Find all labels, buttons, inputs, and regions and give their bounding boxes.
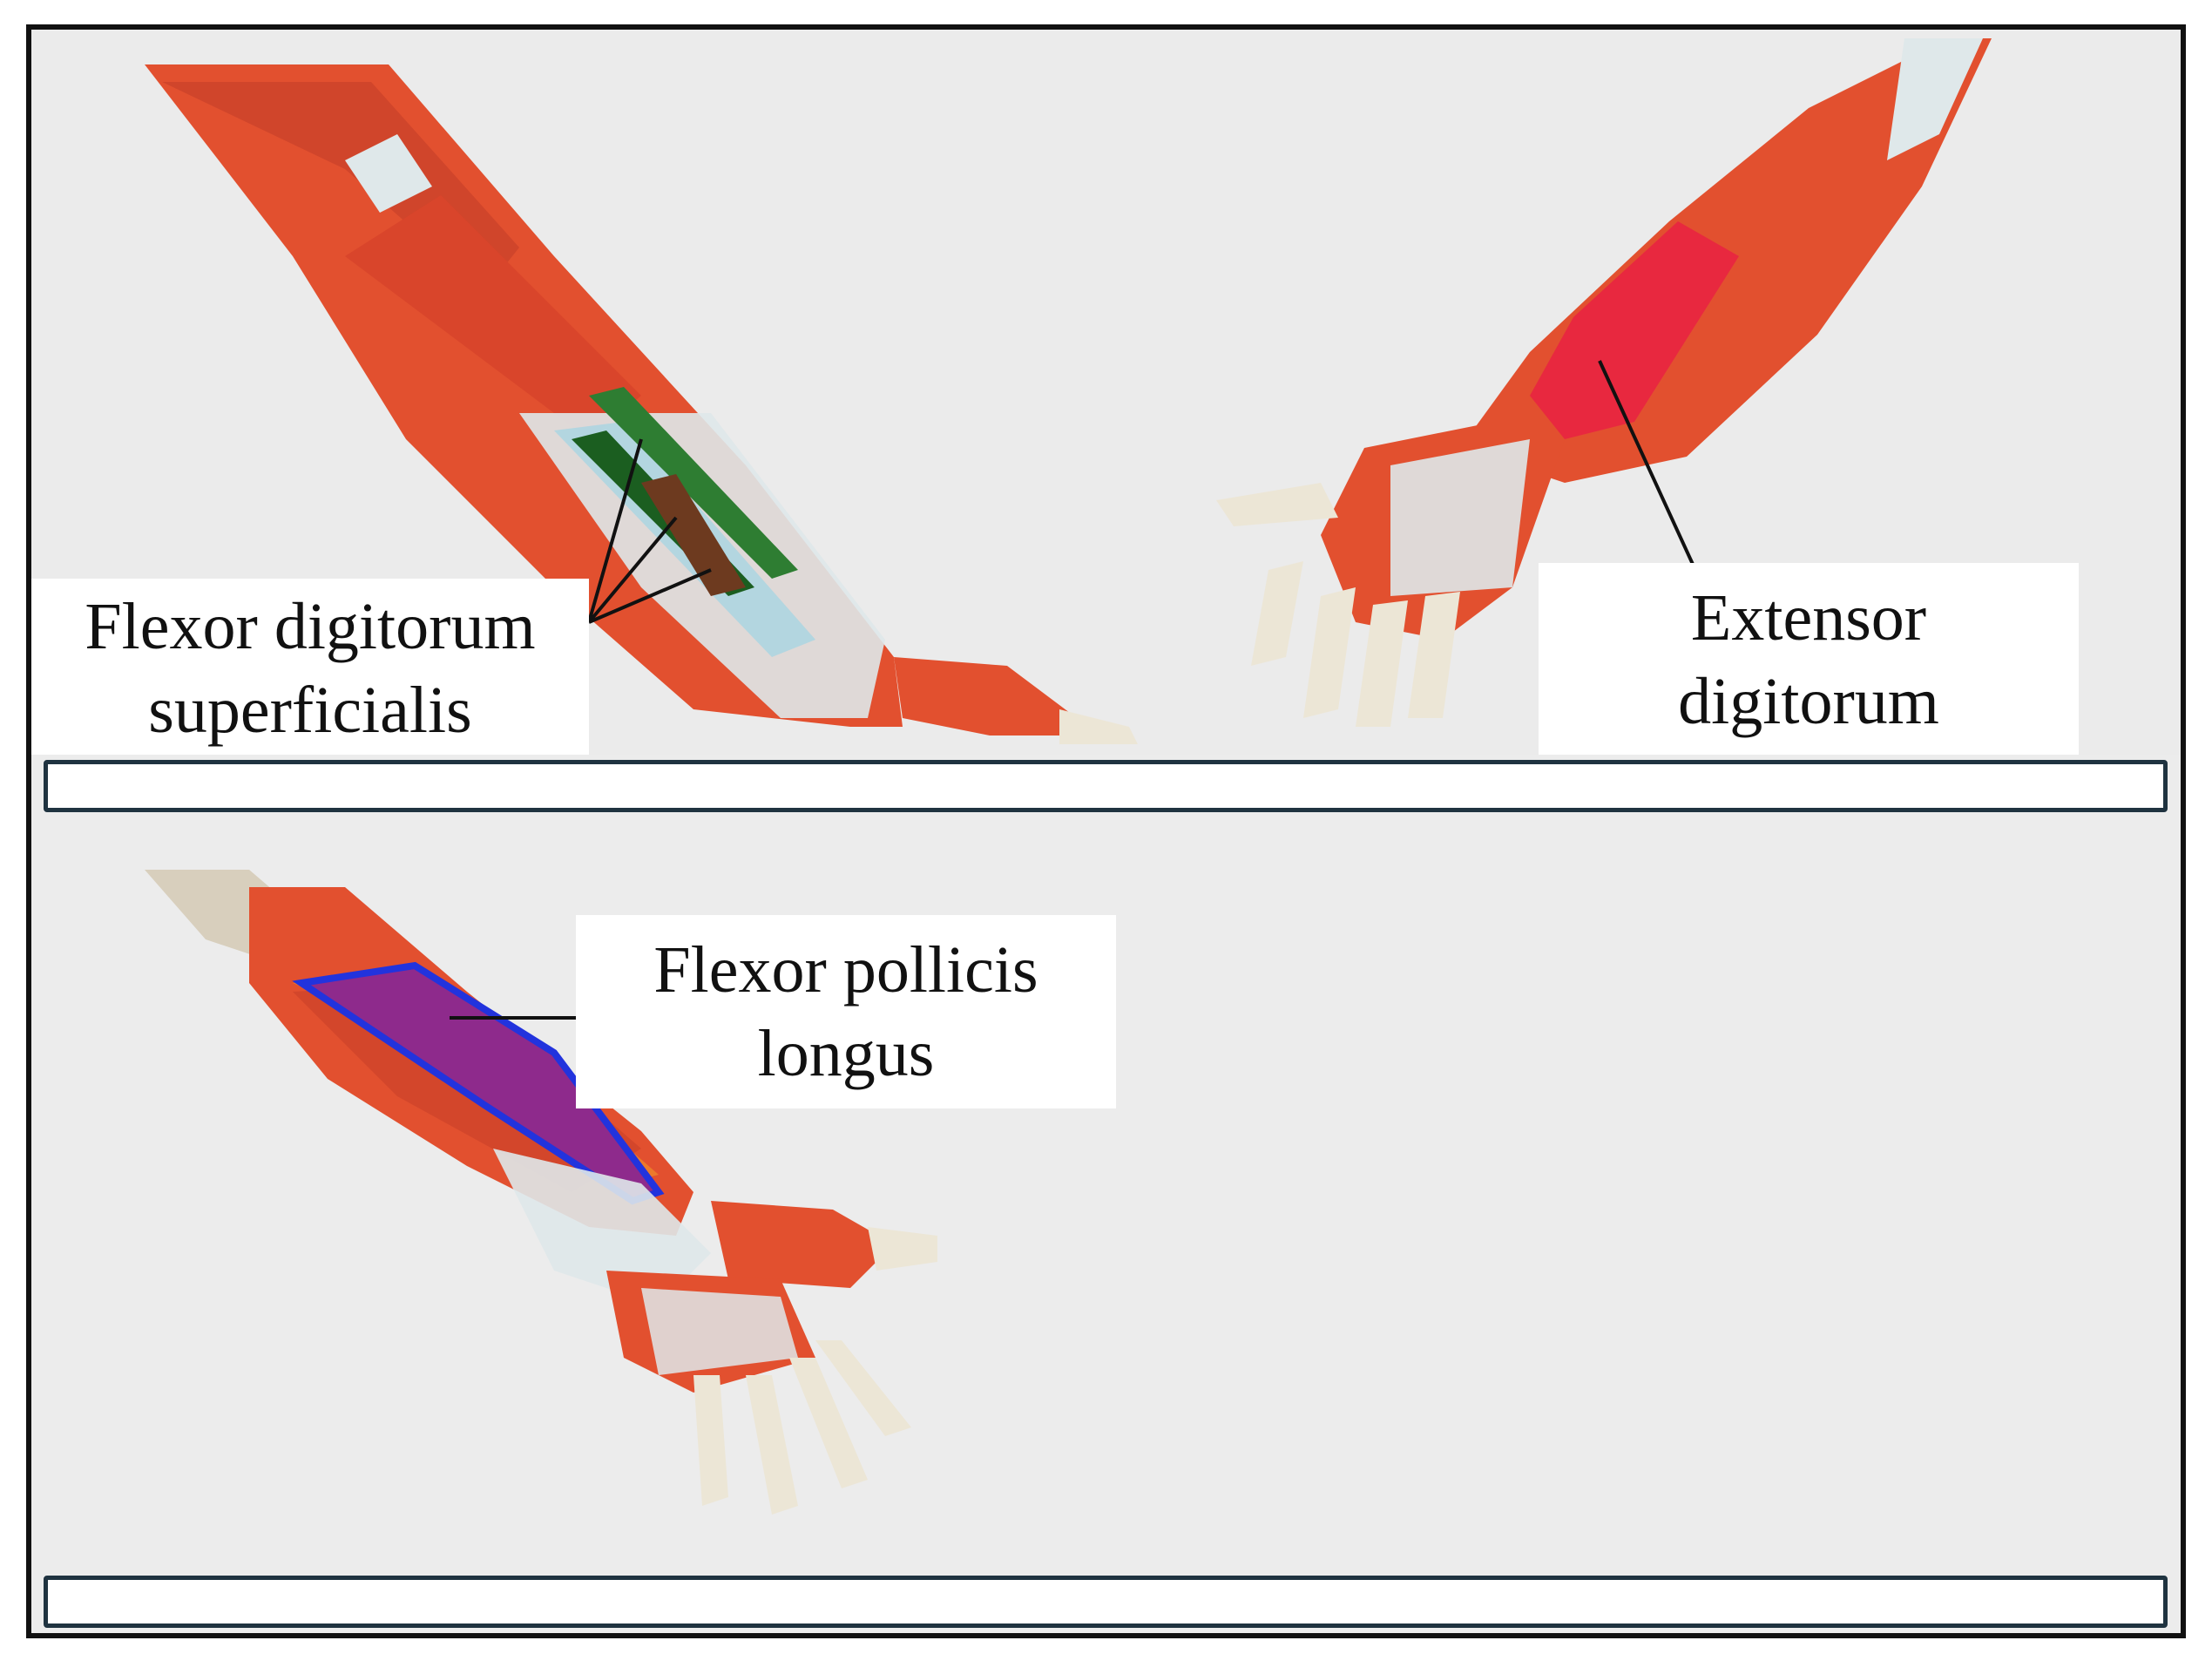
bottom-finger-2 (746, 1375, 798, 1515)
left-forearm-muscle-band (345, 195, 641, 439)
top-panel: Flexor digitorum superficialis Extensor … (31, 30, 2181, 755)
bottom-finger-4 (815, 1340, 911, 1436)
left-forearm-tendon-upper (345, 134, 432, 213)
label-fpl-line1: Flexor pollicis (653, 933, 1038, 1007)
caption-bar-top (44, 760, 2168, 812)
bottom-thumb-muscle (711, 1201, 894, 1288)
bottom-finger-3 (789, 1358, 868, 1488)
bottom-thumb-bone (868, 1227, 937, 1271)
label-extensor-digitorum: Extensor digitorum (1539, 563, 2079, 755)
label-fds-line2: superficialis (148, 674, 472, 747)
fds-leader-line-1 (587, 438, 643, 623)
left-wrist-bone (1059, 709, 1138, 744)
caption-bar-bottom (44, 1576, 2168, 1628)
label-flexor-pollicis-longus: Flexor pollicis longus (576, 915, 1116, 1108)
anatomy-figure: Flexor digitorum superficialis Extensor … (26, 24, 2186, 1638)
right-finger-1 (1251, 561, 1303, 666)
right-finger-2 (1303, 587, 1356, 718)
bottom-panel-illustration (145, 870, 937, 1515)
right-forearm-illustration (1216, 38, 1992, 727)
right-finger-3 (1356, 600, 1408, 727)
ed-leader-line (1598, 360, 1697, 571)
right-finger-4 (1408, 592, 1460, 718)
label-fds-line1: Flexor digitorum (85, 590, 536, 663)
label-ed-line1: Extensor (1690, 581, 1927, 654)
label-fpl-line2: longus (757, 1017, 935, 1090)
fds-leader-line-2 (587, 516, 678, 624)
top-panel-illustration (145, 38, 1992, 744)
bottom-finger-1 (693, 1375, 728, 1506)
right-forearm-tendon-top (1887, 38, 1983, 160)
bottom-forearm-illustration (145, 870, 937, 1515)
bottom-panel: Flexor pollicis longus (31, 817, 2181, 1565)
flexor-digitorum-superficialis-highlight-3 (641, 474, 746, 596)
fds-leader-line-3 (588, 568, 712, 624)
flexor-pollicis-longus-highlight (292, 961, 665, 1205)
bottom-forearm-tendon-sheet (493, 1149, 711, 1305)
bottom-hand-tendons (641, 1288, 798, 1375)
flexor-digitorum-superficialis-highlight (589, 387, 798, 579)
extensor-digitorum-highlight (1530, 221, 1739, 439)
label-flexor-digitorum-superficialis: Flexor digitorum superficialis (31, 579, 589, 755)
label-ed-line2: digitorum (1678, 665, 1939, 738)
right-thumb-bone (1216, 483, 1338, 526)
left-forearm-illustration (145, 64, 1138, 744)
right-hand-tendons (1390, 439, 1530, 596)
